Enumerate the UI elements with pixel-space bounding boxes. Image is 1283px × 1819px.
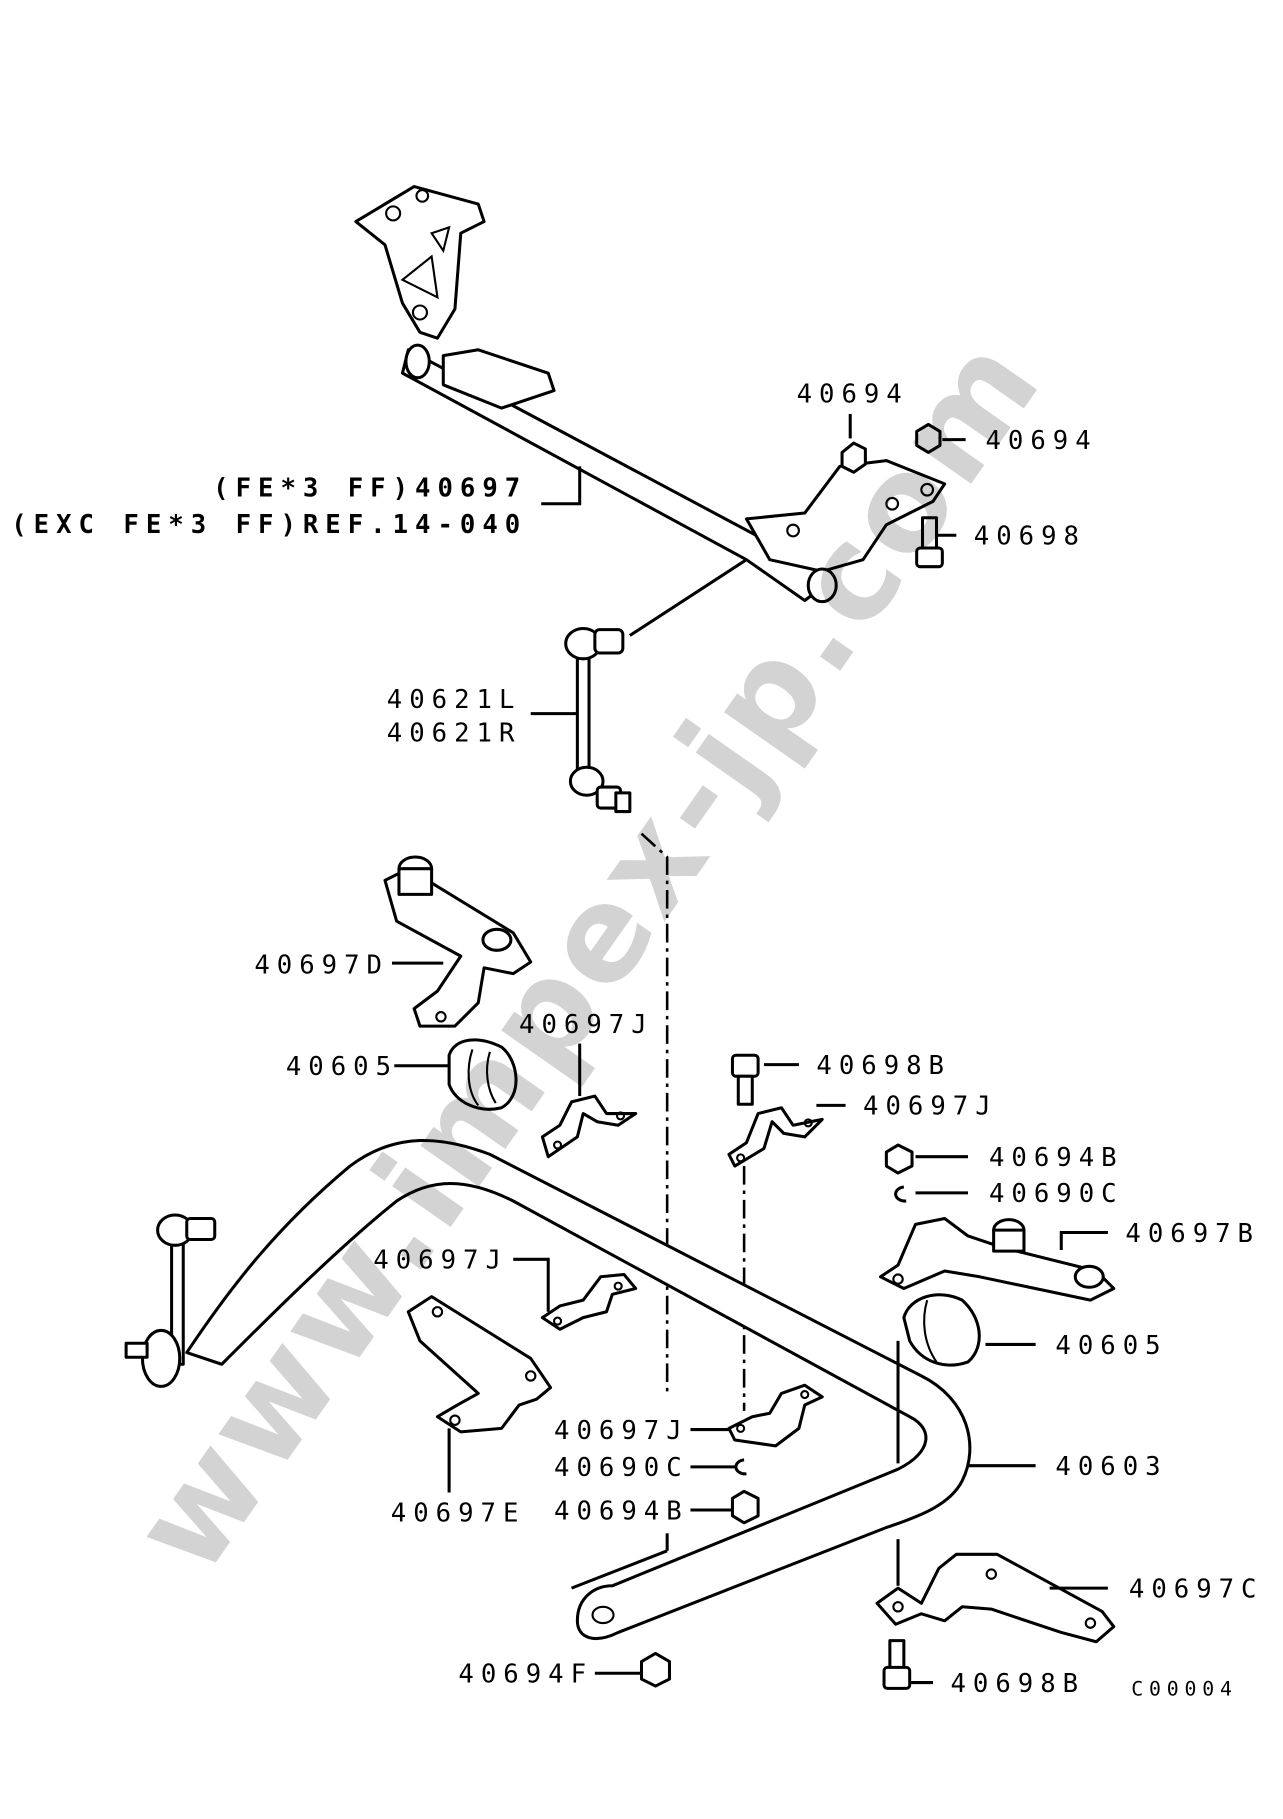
label-40605-a[interactable]: 40605 xyxy=(286,1052,398,1082)
nut-40694B-b xyxy=(730,1489,760,1525)
label-40621R[interactable]: 40621R xyxy=(387,719,522,749)
bush-40605-right xyxy=(902,1293,981,1367)
clamp-40697J-b xyxy=(727,1106,824,1168)
label-40698B-b[interactable]: 40698B xyxy=(950,1669,1085,1699)
figure-code: C00004 xyxy=(1131,1677,1238,1700)
nut-40694F xyxy=(639,1651,672,1688)
label-40698[interactable]: 40698 xyxy=(974,522,1086,552)
bracket-40697B xyxy=(879,1216,1116,1302)
crossmember-part xyxy=(354,185,947,604)
stabilizer-link-left xyxy=(124,1213,217,1388)
label-40603[interactable]: 40603 xyxy=(1055,1452,1167,1482)
label-40621L[interactable]: 40621L xyxy=(387,685,522,715)
clamp-40697J-d xyxy=(727,1383,824,1448)
bolt-40698B-b xyxy=(882,1639,912,1690)
label-40690C-b[interactable]: 40690C xyxy=(554,1453,689,1483)
nut-40694-b xyxy=(915,422,942,454)
label-ref-14-040[interactable]: (EXC FE*3 FF)REF.14-040 xyxy=(11,510,527,540)
label-40697B[interactable]: 40697B xyxy=(1125,1219,1260,1249)
stabilizer-bar-40603 xyxy=(185,1138,972,1640)
bush-40605-left xyxy=(447,1038,518,1111)
label-40697E[interactable]: 40697E xyxy=(391,1499,526,1529)
label-40694-b[interactable]: 40694 xyxy=(985,426,1097,456)
bolt-40698 xyxy=(915,516,944,569)
bracket-40697C xyxy=(875,1552,1116,1644)
nut-40694-a xyxy=(840,441,867,474)
washer-40690C-b xyxy=(734,1458,747,1476)
bracket-40697D xyxy=(383,855,533,1028)
label-40697C[interactable]: 40697C xyxy=(1129,1574,1264,1604)
nut-40694B-a xyxy=(884,1143,914,1175)
label-40697J-a[interactable]: 40697J xyxy=(519,1010,654,1040)
label-40605-b[interactable]: 40605 xyxy=(1055,1331,1167,1361)
label-40697J-b[interactable]: 40697J xyxy=(863,1092,998,1122)
label-40694-a[interactable]: 40694 xyxy=(797,379,909,409)
label-40697J-d[interactable]: 40697J xyxy=(554,1416,689,1446)
bracket-40697E xyxy=(406,1295,553,1434)
label-40694B-a[interactable]: 40694B xyxy=(989,1143,1124,1173)
label-40694F[interactable]: 40694F xyxy=(458,1660,593,1690)
label-40690C-a[interactable]: 40690C xyxy=(989,1179,1124,1209)
bolt-40698B-a xyxy=(730,1053,760,1106)
leader-lines xyxy=(391,413,1108,1685)
assembly-centerline xyxy=(640,832,669,1394)
label-40698B-a[interactable]: 40698B xyxy=(816,1051,951,1081)
clamp-40697J-a xyxy=(540,1094,638,1159)
clamp-40697J-c xyxy=(540,1272,638,1331)
label-40697J-c[interactable]: 40697J xyxy=(373,1246,508,1276)
washer-40690C-a xyxy=(894,1185,907,1203)
label-40697D[interactable]: 40697D xyxy=(254,951,389,981)
label-40697[interactable]: (FE*3 FF)40697 xyxy=(213,474,527,504)
stabilizer-link-40621 xyxy=(564,558,748,814)
label-40694B-b[interactable]: 40694B xyxy=(554,1496,689,1526)
